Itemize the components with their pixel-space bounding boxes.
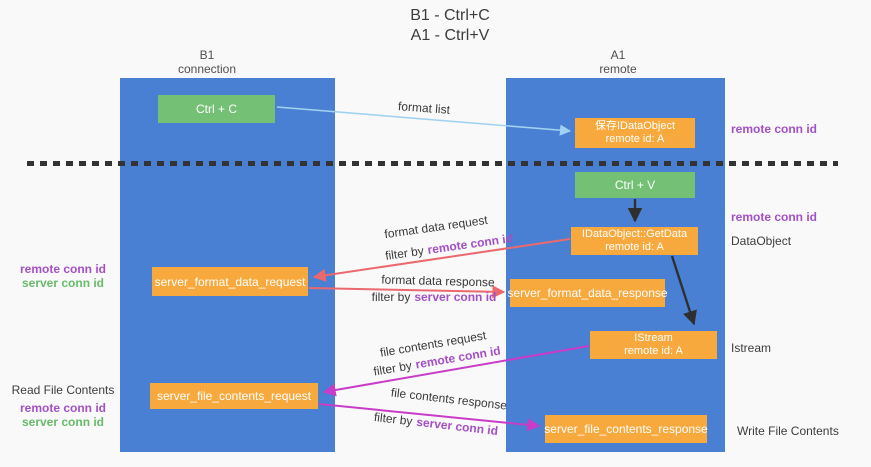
left-conn-id-stack-1: remote conn id server conn id xyxy=(8,262,118,290)
node-server-file-contents-request-label: server_file_contents_request xyxy=(156,389,312,403)
lane-b1-subtitle: connection xyxy=(177,62,237,76)
label-write-file-contents: Write File Contents xyxy=(737,424,839,438)
node-server-format-data-request: server_format_data_request xyxy=(152,267,308,296)
lane-a1-subtitle: remote xyxy=(599,62,637,76)
left-conn-id-stack-2: Read File Contents remote conn id server… xyxy=(8,383,118,429)
node-idataobject-getdata: IDataObject::GetData remote id: A xyxy=(571,227,698,255)
node-getdata-line2: remote id: A xyxy=(605,241,664,253)
filter-key-remote-conn-id: remote conn id xyxy=(426,231,514,257)
lane-a1-title: A1 xyxy=(610,48,626,62)
title-line-1: B1 - Ctrl+C xyxy=(410,7,490,24)
node-save-idataobject: 保存IDataObject remote id: A xyxy=(575,118,695,148)
filter-key-server-conn-id: server conn id xyxy=(415,414,499,439)
filter-key-server-conn-id: server conn id xyxy=(414,290,497,304)
node-save-idataobject-line1: 保存IDataObject xyxy=(594,120,676,132)
title-line-2: A1 - Ctrl+V xyxy=(410,27,490,44)
lane-header-a1: A1 remote xyxy=(538,48,698,76)
node-istream-line1: IStream xyxy=(634,332,673,344)
filter-prefix-text: filter by xyxy=(372,358,413,379)
label-remote-conn-id-left-1: remote conn id xyxy=(19,262,106,276)
node-save-idataobject-line2: remote id: A xyxy=(605,133,665,145)
label-remote-conn-id-left-2: remote conn id xyxy=(19,401,106,415)
node-server-format-data-response: server_format_data_response xyxy=(507,279,668,307)
label-istream: Istream xyxy=(731,341,772,355)
node-getdata-line1: IDataObject::GetData xyxy=(581,228,688,240)
node-server-file-contents-request: server_file_contents_request xyxy=(150,383,318,409)
node-ctrl-c-label: Ctrl + C xyxy=(195,102,237,116)
label-dataobject: DataObject xyxy=(731,234,792,248)
node-istream-line2: remote id: A xyxy=(624,345,683,357)
node-server-file-contents-response: server_file_contents_response xyxy=(544,415,708,443)
lane-b1-title: B1 xyxy=(199,48,215,62)
filter-prefix-text: filter by xyxy=(384,243,425,263)
node-ctrl-v-label: Ctrl + V xyxy=(614,178,656,192)
label-server-conn-id-left-2: server conn id xyxy=(21,415,105,429)
label-remote-conn-id-top-right: remote conn id xyxy=(731,122,818,136)
node-server-file-contents-response-label: server_file_contents_response xyxy=(544,422,708,436)
edge-label-file-contents-response: file contents response xyxy=(390,385,508,413)
diagram-title: B1 - Ctrl+C A1 - Ctrl+V xyxy=(330,6,570,46)
node-server-format-data-response-label: server_format_data_response xyxy=(507,286,668,300)
label-read-file-contents: Read File Contents xyxy=(11,383,115,397)
node-ctrl-c: Ctrl + C xyxy=(158,95,275,123)
node-istream: IStream remote id: A xyxy=(590,331,717,359)
filter-prefix-text: filter by xyxy=(371,290,411,304)
filter-prefix-text: filter by xyxy=(373,409,414,429)
label-remote-conn-id-mid-right: remote conn id xyxy=(731,210,818,224)
lane-header-b1: B1 connection xyxy=(127,48,287,76)
node-ctrl-v: Ctrl + V xyxy=(575,172,695,198)
edge-label-format-data-response: format data response xyxy=(381,272,495,290)
label-server-conn-id-left-1: server conn id xyxy=(21,276,105,290)
session-divider-dashed-line xyxy=(27,161,838,166)
node-server-format-data-request-label: server_format_data_request xyxy=(154,274,306,289)
edge-label-format-list: format list xyxy=(397,99,451,117)
